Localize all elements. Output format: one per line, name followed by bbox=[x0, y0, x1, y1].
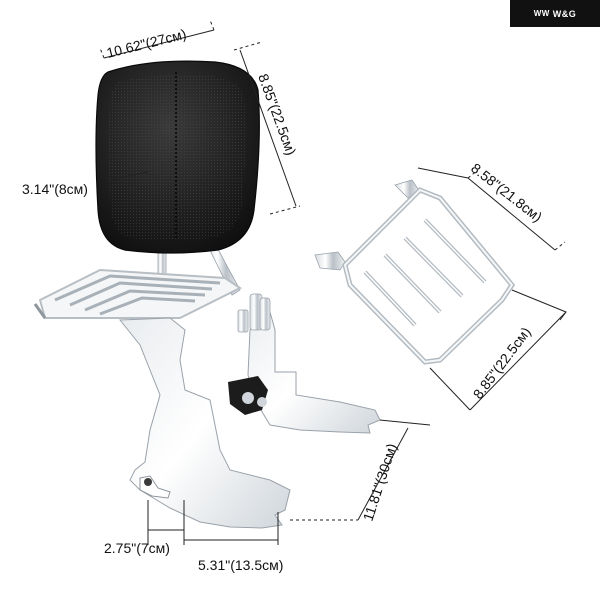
mount-hardware bbox=[237, 293, 271, 333]
backrest-pad bbox=[95, 60, 260, 254]
dim-backrest-height: 8.85"(22.5см) bbox=[255, 72, 299, 158]
dim-rack-length: 8.85"(22.5см) bbox=[470, 324, 534, 402]
side-plate-right bbox=[247, 298, 381, 434]
dim-backrest-depth: 3.14"(8см) bbox=[22, 181, 88, 197]
dim-sideplate-height: 11.81"(30см) bbox=[360, 441, 400, 523]
brand-name: W&G bbox=[552, 8, 577, 19]
brand-mark: WW bbox=[533, 9, 550, 18]
mount-hole bbox=[144, 478, 152, 486]
luggage-rack-right bbox=[314, 179, 516, 365]
side-plate-left bbox=[118, 317, 291, 529]
dimension-lines bbox=[99, 19, 567, 545]
dim-backrest-width: 10.62"(27см) bbox=[105, 26, 188, 61]
luggage-rack-left bbox=[33, 268, 242, 319]
brand-badge: WW W&G bbox=[510, 0, 600, 27]
dim-rack-width: 8.58"(21.8см) bbox=[468, 160, 545, 225]
dim-slot-span: 5.31"(13.5см) bbox=[198, 557, 283, 573]
dim-slot-spacing: 2.75"(7см) bbox=[104, 540, 170, 556]
docking-latch bbox=[228, 376, 268, 415]
